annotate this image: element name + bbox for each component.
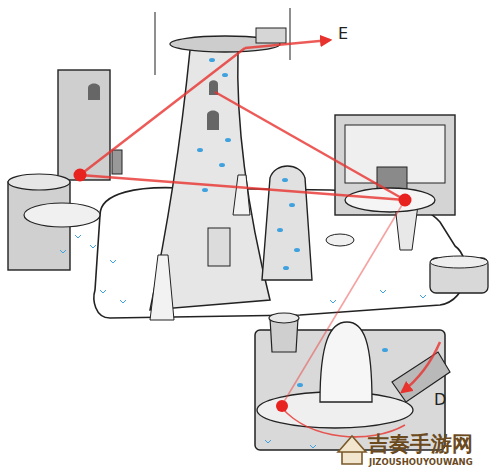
window xyxy=(88,84,100,101)
water-dot xyxy=(209,58,215,62)
ledge xyxy=(24,203,100,227)
pipe-top xyxy=(269,313,299,323)
building-top xyxy=(8,174,70,190)
pillar xyxy=(262,166,312,280)
route-line xyxy=(80,48,245,175)
route-line xyxy=(282,200,405,405)
wisp xyxy=(60,235,96,253)
window xyxy=(207,111,219,131)
water-dot xyxy=(225,138,231,142)
wisp xyxy=(265,440,316,448)
route-dot xyxy=(399,194,412,207)
entry-letter: D xyxy=(434,392,446,408)
water-dot xyxy=(297,383,303,387)
water-dots xyxy=(197,58,388,387)
route-dot xyxy=(74,169,87,182)
water-dot xyxy=(202,188,208,192)
route-dot xyxy=(276,400,288,412)
water-dot xyxy=(382,348,388,352)
exit-letter: E xyxy=(338,26,348,42)
dome-rock xyxy=(320,322,372,402)
door xyxy=(112,150,122,174)
water-dot xyxy=(283,266,289,270)
top-hut xyxy=(256,28,286,43)
watermark: JIZOUSHOUYOUWANG xyxy=(369,458,473,467)
stump xyxy=(233,175,250,215)
pole xyxy=(154,12,155,75)
water-dot xyxy=(294,248,300,252)
watermark-logo xyxy=(338,436,366,464)
route-arrow xyxy=(402,342,440,392)
water-dot xyxy=(289,203,295,207)
route-line xyxy=(215,92,405,200)
water-dot xyxy=(219,163,225,167)
water-dot xyxy=(282,178,288,182)
bowl xyxy=(326,234,354,246)
water-dot xyxy=(277,228,283,232)
blue-wisps xyxy=(60,235,426,448)
pole xyxy=(289,8,290,60)
route xyxy=(80,40,440,437)
water-dot xyxy=(197,148,203,152)
left-wall xyxy=(58,70,110,180)
watermark: 吉奏手游网 xyxy=(368,434,473,455)
stone-block xyxy=(208,228,230,266)
side-top xyxy=(430,256,488,268)
wisp xyxy=(100,260,126,303)
route-arrow xyxy=(245,40,330,48)
route-line xyxy=(80,175,405,200)
route-arc xyxy=(282,408,405,437)
tree-root xyxy=(150,255,174,320)
water-dot xyxy=(222,73,228,77)
